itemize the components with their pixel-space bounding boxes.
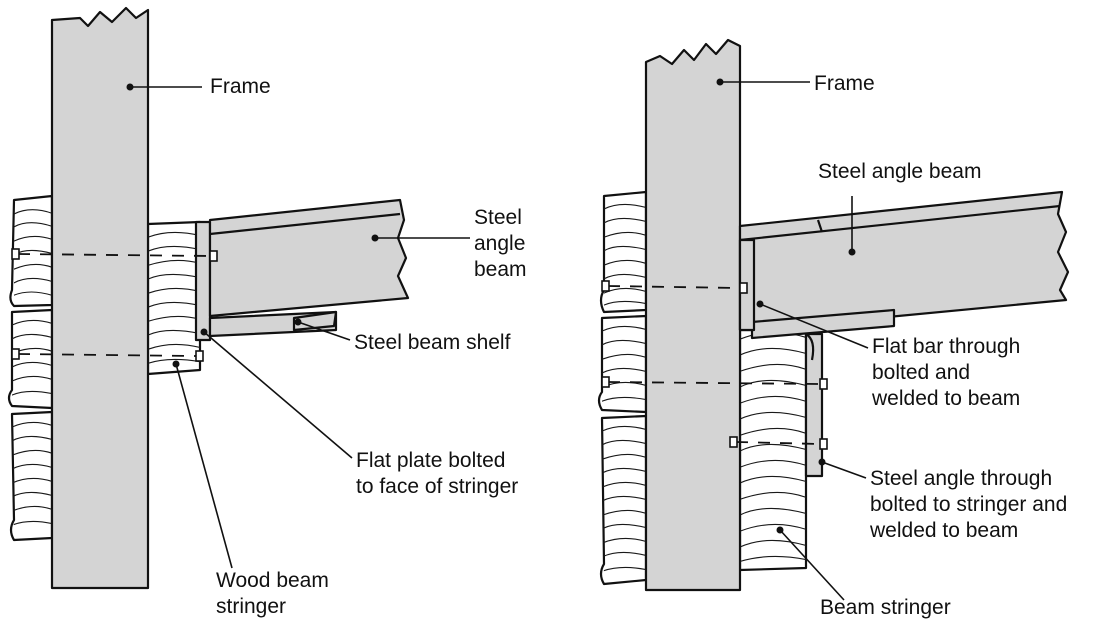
left-steel-beam-shelf-label: Steel beam shelf [354,331,511,354]
left-steel-angle-beam [208,198,410,318]
right-frame-label: Frame [814,72,875,95]
left-frame-column [50,6,150,590]
right-steel-angle-beam [738,190,1070,332]
right-steel-angle [804,332,824,478]
right-beam-stringer-label: Beam stringer [820,596,951,619]
left-flat-plate-label: Flat plate bolted to face of stringer [356,449,519,498]
left-detail [7,6,470,590]
right-steel-angle-through-label: Steel angle through bolted to stringer a… [870,467,1068,542]
left-wood-stringer [146,220,202,376]
right-steel-angle-beam-label: Steel angle beam [818,160,982,183]
right-beam-stringer [738,320,808,572]
right-frame-column [644,38,742,592]
right-flat-bar-label: Flat bar through bolted and welded to be… [872,335,1021,410]
left-wood-blocks [7,194,54,542]
left-wood-beam-stringer-label: Wood beam stringer [216,569,329,618]
right-detail [597,38,1070,601]
left-steel-angle-beam-label: Steel angle beam [474,206,527,281]
right-wood-blocks [597,190,648,586]
left-flat-plate [194,220,212,342]
left-frame-label: Frame [210,75,271,98]
